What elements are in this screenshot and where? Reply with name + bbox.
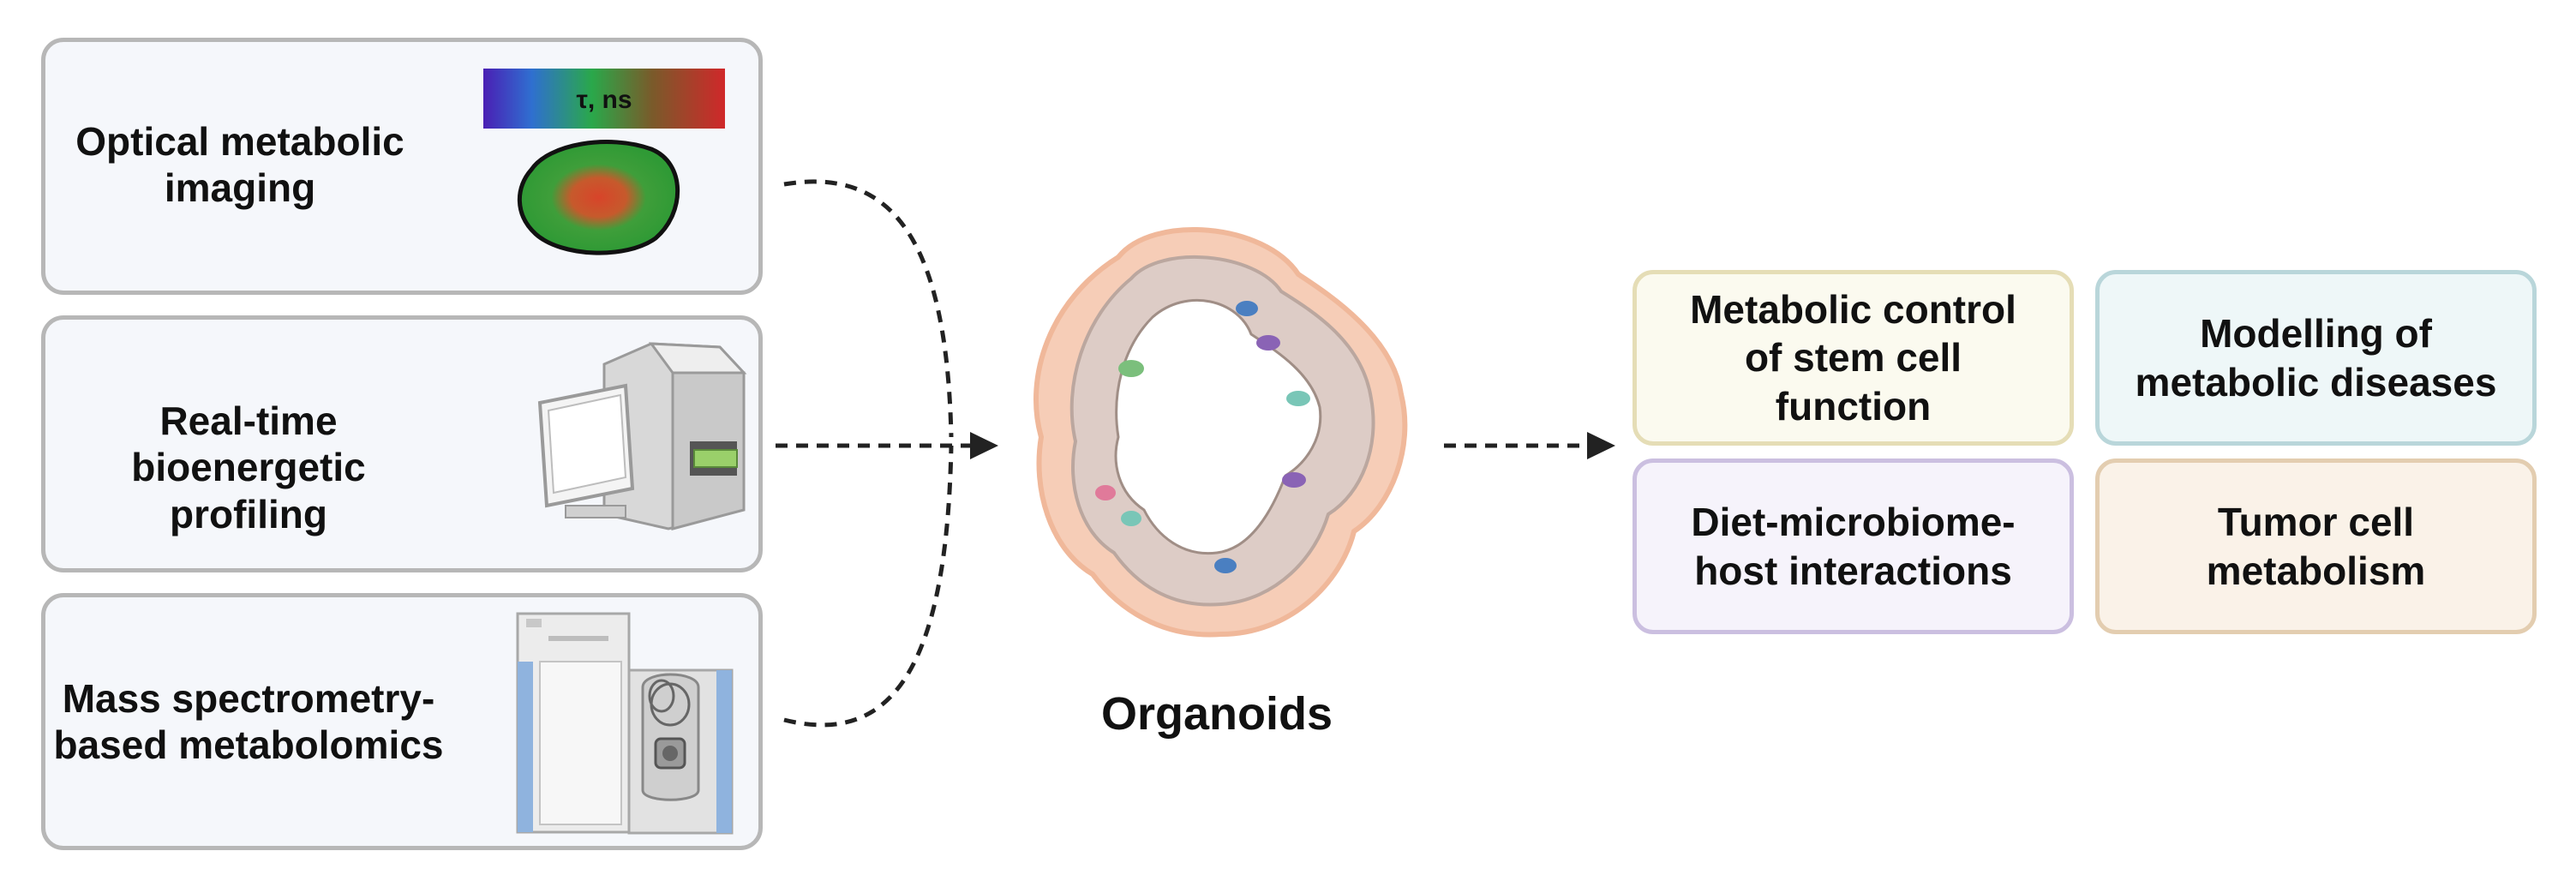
method-label-mass-spectrometry: Mass spectrometry- based metabolomics [53,676,444,768]
fluorescence-lifetime-icon: τ, ns [483,69,725,255]
organoid-to-applications-arrow [1444,432,1615,459]
curved-arrow-from-metabolomics [783,445,954,728]
application-diet-microbiome: Diet-microbiome- host interactions [1632,458,2074,634]
organoid-lumen [1114,298,1322,555]
mass-spectrometer-icon [516,612,734,835]
cell-shape [517,140,680,255]
colorbar-label: τ, ns [576,86,632,114]
application-stem-cell-function: Metabolic control of stem cell function [1632,270,2074,446]
curved-arrow-from-imaging [783,179,954,438]
application-metabolic-diseases: Modelling of metabolic diseases [2095,270,2537,446]
organoid-icon [1033,227,1408,638]
method-label-bioenergetic-profiling: Real-time bioenergetic profiling [131,399,366,536]
arrowhead-to-organoid [970,432,998,459]
assay-plate [693,449,738,468]
application-tumor-metabolism: Tumor cell metabolism [2095,458,2537,634]
lifetime-colorbar [483,69,725,129]
method-to-organoid-arrows [776,179,998,728]
organoids-label: Organoids [1100,688,1333,740]
bioanalyzer-instrument-icon [537,342,747,530]
method-label-optical-imaging: Optical metabolic imaging [75,119,404,211]
